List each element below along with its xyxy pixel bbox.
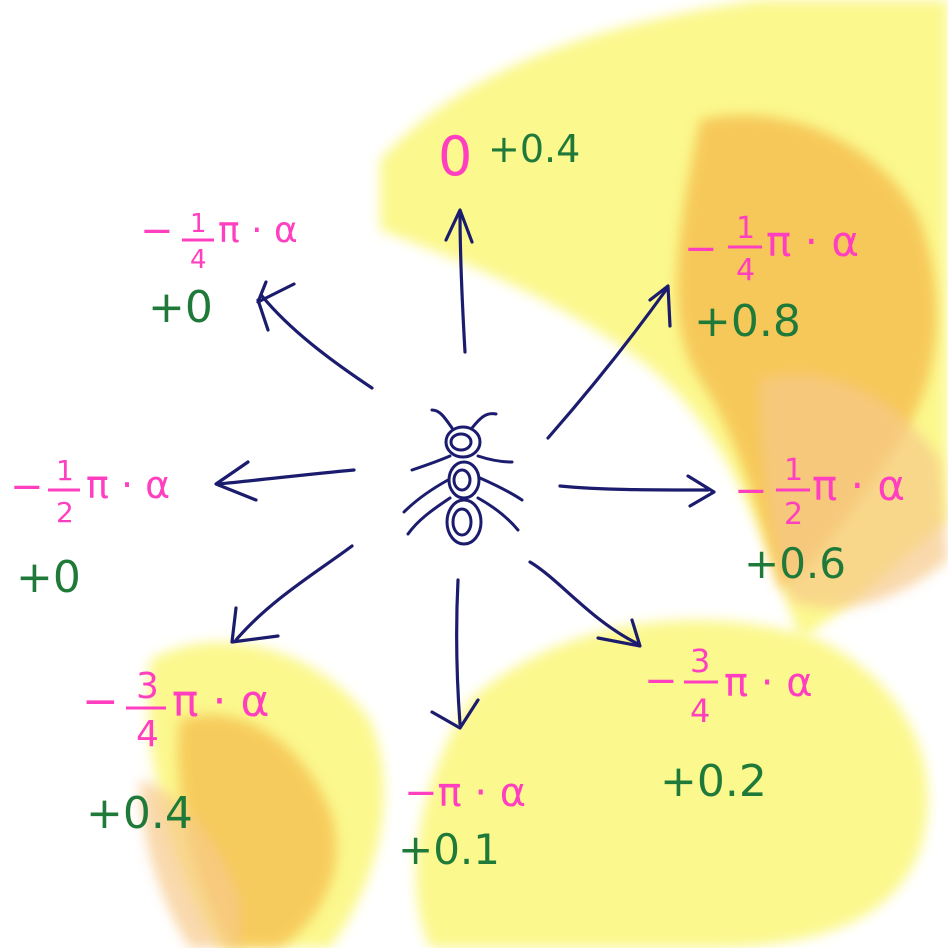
angle-up: 0	[438, 125, 472, 188]
bonus-up-left: +0	[148, 282, 213, 333]
pi-alpha-down-right: π · α	[724, 660, 813, 706]
bonus-up: +0.4	[488, 127, 580, 171]
label-down-right: − 3 4 π · α +0.2	[644, 642, 813, 807]
coef-num-up-left: 1	[190, 209, 207, 239]
bonus-down: +0.1	[398, 825, 500, 874]
coef-den-up-left: 4	[190, 245, 207, 275]
coef-den-down-left: 4	[136, 714, 159, 755]
coef-num-left: 1	[56, 454, 74, 487]
bonus-down-right: +0.2	[660, 756, 767, 807]
arrow-down-left	[230, 544, 354, 644]
minus-right: −	[734, 468, 768, 514]
arrow-up-left	[256, 280, 374, 390]
bonus-up-right: +0.8	[694, 296, 801, 347]
coef-num-right: 1	[784, 453, 803, 488]
coef-den-up-right: 4	[736, 253, 755, 288]
pi-alpha-up-right: π · α	[766, 217, 859, 266]
angle-down: −π · α	[404, 770, 526, 816]
coef-den-right: 2	[784, 497, 803, 532]
pi-alpha-right: π · α	[812, 461, 905, 510]
label-left: − 1 2 π · α +0	[10, 454, 170, 603]
minus-left: −	[10, 464, 44, 510]
label-down: −π · α +0.1	[398, 770, 526, 874]
label-up: 0 +0.4	[438, 125, 580, 188]
ant-icon	[402, 408, 524, 546]
arrow-left	[214, 460, 356, 502]
highlights	[140, 0, 948, 948]
highlight-bottom-left-peach	[140, 780, 240, 948]
arrow-up	[444, 208, 474, 354]
minus-up-right: −	[684, 226, 718, 272]
pi-alpha-up-left: π · α	[218, 210, 298, 251]
arrow-down	[430, 578, 480, 730]
pi-alpha-down-left: π · α	[172, 676, 269, 727]
label-up-right: − 1 4 π · α +0.8	[684, 211, 859, 347]
bonus-left: +0	[16, 552, 81, 603]
coef-num-down-left: 3	[136, 666, 159, 707]
bonus-down-left: +0.4	[86, 788, 193, 839]
bonus-right: +0.6	[744, 539, 846, 588]
minus-down-left: −	[82, 676, 119, 727]
label-up-left: − 1 4 π · α +0	[140, 208, 298, 333]
label-down-left: − 3 4 π · α +0.4	[82, 666, 269, 839]
minus-down-right: −	[644, 658, 678, 704]
coef-num-up-right: 1	[736, 211, 755, 246]
highlight-bottom-right	[415, 620, 929, 948]
arrow-down-right	[528, 560, 642, 648]
coef-den-down-right: 4	[690, 692, 710, 730]
arrow-up-right	[546, 284, 672, 440]
coef-num-down-right: 3	[690, 642, 710, 680]
arrows	[214, 208, 716, 730]
pi-alpha-left: π · α	[86, 463, 170, 507]
labels: 0 +0.4 − 1 4 π · α +0 − 1 4 π · α +0.8 −…	[10, 125, 905, 874]
highlight-peach-right	[760, 374, 948, 608]
minus-up-left: −	[140, 208, 174, 254]
label-right: − 1 2 π · α +0.6	[734, 453, 905, 588]
coef-den-left: 2	[56, 496, 74, 529]
arrow-right	[558, 474, 716, 508]
